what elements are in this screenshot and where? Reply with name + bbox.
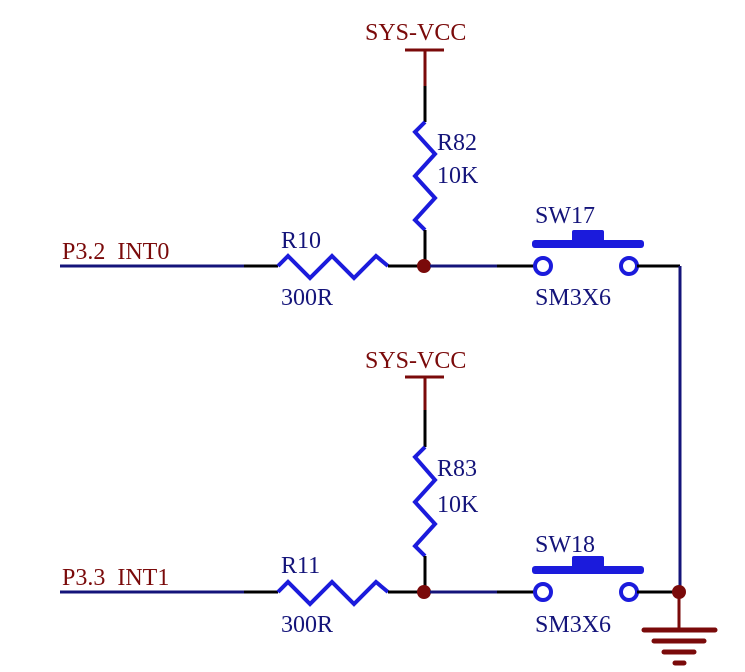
resistor-r82-value: 10K: [437, 163, 479, 189]
circuit-int0: SYS-VCC R82 10K P3.2 INT0 R10 300R SW17: [60, 20, 680, 311]
circuit-int1: SYS-VCC R83 10K P3.3 INT1 R11 300R SW18 …: [60, 348, 680, 638]
resistor-r83-body[interactable]: [412, 445, 438, 558]
vcc-symbol-top: SYS-VCC: [365, 20, 466, 86]
resistor-r10-body[interactable]: [276, 253, 390, 281]
switch-button: [572, 556, 604, 568]
resistor-r82-body[interactable]: [412, 120, 438, 232]
switch-terminal: [619, 256, 639, 276]
switch-sw18-designator: SW18: [535, 532, 595, 558]
resistor-r10-designator: R10: [281, 228, 321, 254]
resistor-r82-designator: R82: [437, 130, 477, 156]
junction-dot: [417, 585, 431, 599]
resistor-r10-value: 300R: [281, 285, 333, 311]
switch-sw17-designator: SW17: [535, 203, 595, 229]
resistor-r11-value: 300R: [281, 612, 333, 638]
net-label-int0[interactable]: P3.2 INT0: [62, 239, 169, 265]
resistor-r83-value: 10K: [437, 492, 479, 518]
power-net-label: SYS-VCC: [365, 20, 466, 46]
switch-sw18[interactable]: [532, 556, 644, 602]
switch-actuator-bar: [532, 566, 644, 574]
switch-sw18-footprint: SM3X6: [535, 612, 611, 638]
switch-button: [572, 230, 604, 242]
resistor-r11-body[interactable]: [276, 579, 390, 607]
junction-dot: [417, 259, 431, 273]
resistor-r83-designator: R83: [437, 456, 477, 482]
switch-terminal: [533, 256, 553, 276]
power-net-label: SYS-VCC: [365, 348, 466, 374]
switch-terminal: [619, 582, 639, 602]
switch-actuator-bar: [532, 240, 644, 248]
switch-sw17-footprint: SM3X6: [535, 285, 611, 311]
vcc-symbol-bottom: SYS-VCC: [365, 348, 466, 410]
net-label-int1[interactable]: P3.3 INT1: [62, 565, 169, 591]
ground-icon: [641, 585, 718, 666]
switch-terminal: [533, 582, 553, 602]
switch-sw17[interactable]: [532, 230, 644, 276]
resistor-r11-designator: R11: [281, 553, 320, 579]
